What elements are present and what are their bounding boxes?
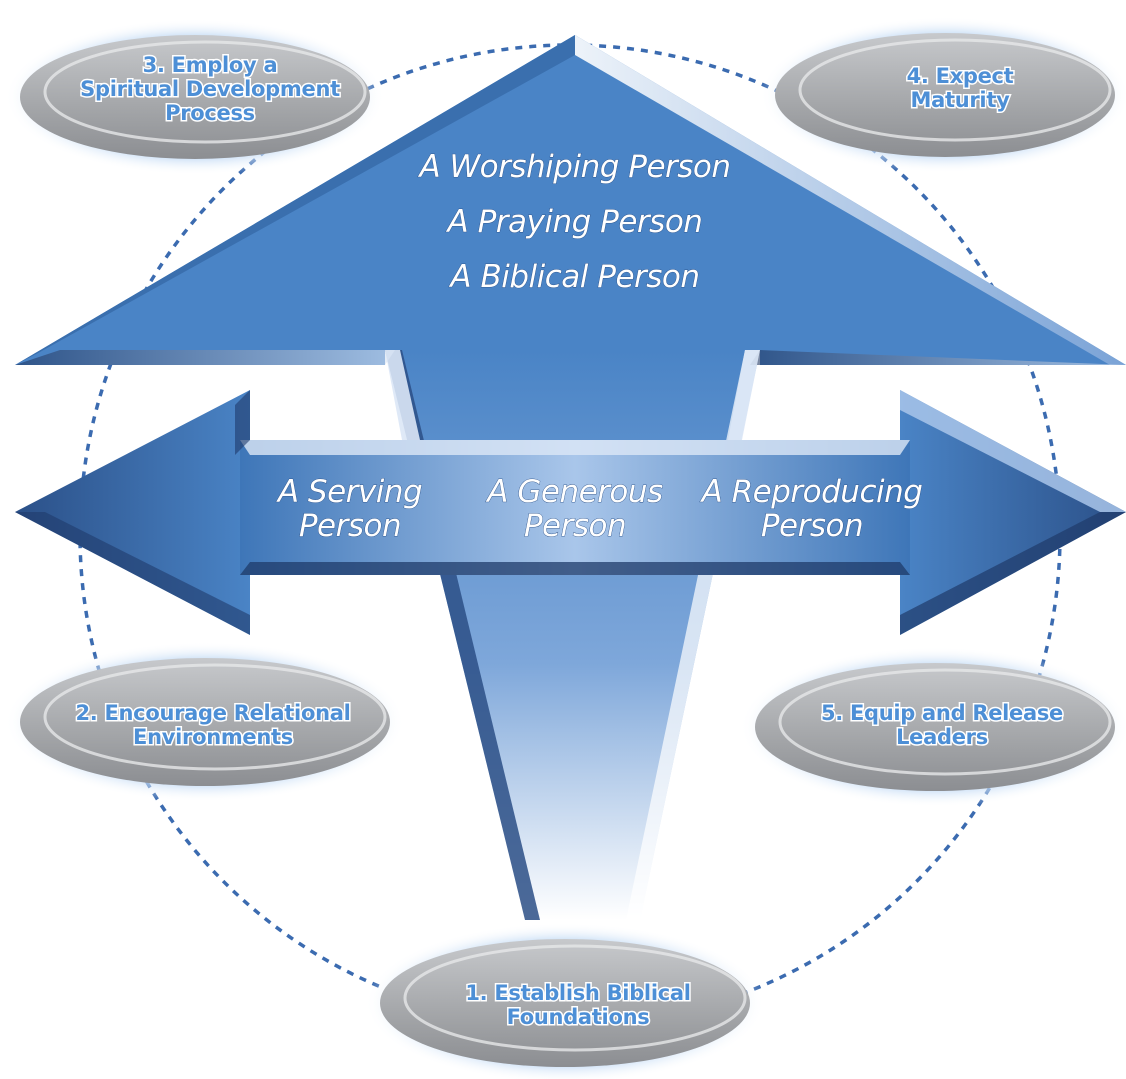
vertical-arrow-stem: [385, 350, 760, 920]
svg-text:A Serving: A Serving: [276, 474, 422, 510]
svg-text:Environments: Environments: [133, 725, 293, 749]
svg-text:Maturity: Maturity: [911, 88, 1011, 112]
serving-person-label: A Serving Person: [275, 474, 423, 545]
svg-text:Person: Person: [524, 508, 626, 544]
svg-text:Spiritual Development: Spiritual Development: [80, 77, 340, 101]
svg-text:A Reproducing: A Reproducing: [700, 474, 923, 510]
step-oval-2: 2. Encourage Relational Environments: [5, 642, 405, 802]
svg-text:Foundations: Foundations: [507, 1005, 650, 1029]
reproducing-person-label: A Reproducing Person: [699, 474, 923, 545]
svg-text:Person: Person: [299, 508, 401, 544]
praying-person-label: A Praying Person: [446, 204, 703, 240]
svg-text:Process: Process: [165, 101, 255, 125]
vertical-arrow-head: [15, 35, 1126, 440]
svg-text:Person: Person: [761, 508, 863, 544]
step-oval-5: 5. Equip and Release Leaders: [740, 647, 1126, 807]
svg-text:1. Establish Biblical: 1. Establish Biblical: [465, 981, 690, 1005]
worshiping-person-label: A Worshiping Person: [417, 149, 730, 185]
svg-text:Leaders: Leaders: [896, 725, 988, 749]
svg-text:4. Expect: 4. Expect: [907, 64, 1014, 88]
svg-text:A Generous: A Generous: [485, 474, 663, 510]
step-oval-1: 1. Establish Biblical Foundations: [365, 923, 765, 1079]
horizontal-arrow: [15, 390, 1126, 635]
generous-person-label: A Generous Person: [485, 474, 664, 545]
svg-text:2. Encourage Relational: 2. Encourage Relational: [75, 701, 350, 725]
svg-text:5. Equip and Release: 5. Equip and Release: [821, 701, 1063, 725]
step-oval-3: 3. Employ a Spiritual Development Proces…: [5, 19, 385, 175]
biblical-person-label: A Biblical Person: [448, 259, 699, 295]
svg-text:3. Employ a: 3. Employ a: [143, 53, 278, 77]
step-oval-4: 4. Expect Maturity: [760, 17, 1126, 173]
